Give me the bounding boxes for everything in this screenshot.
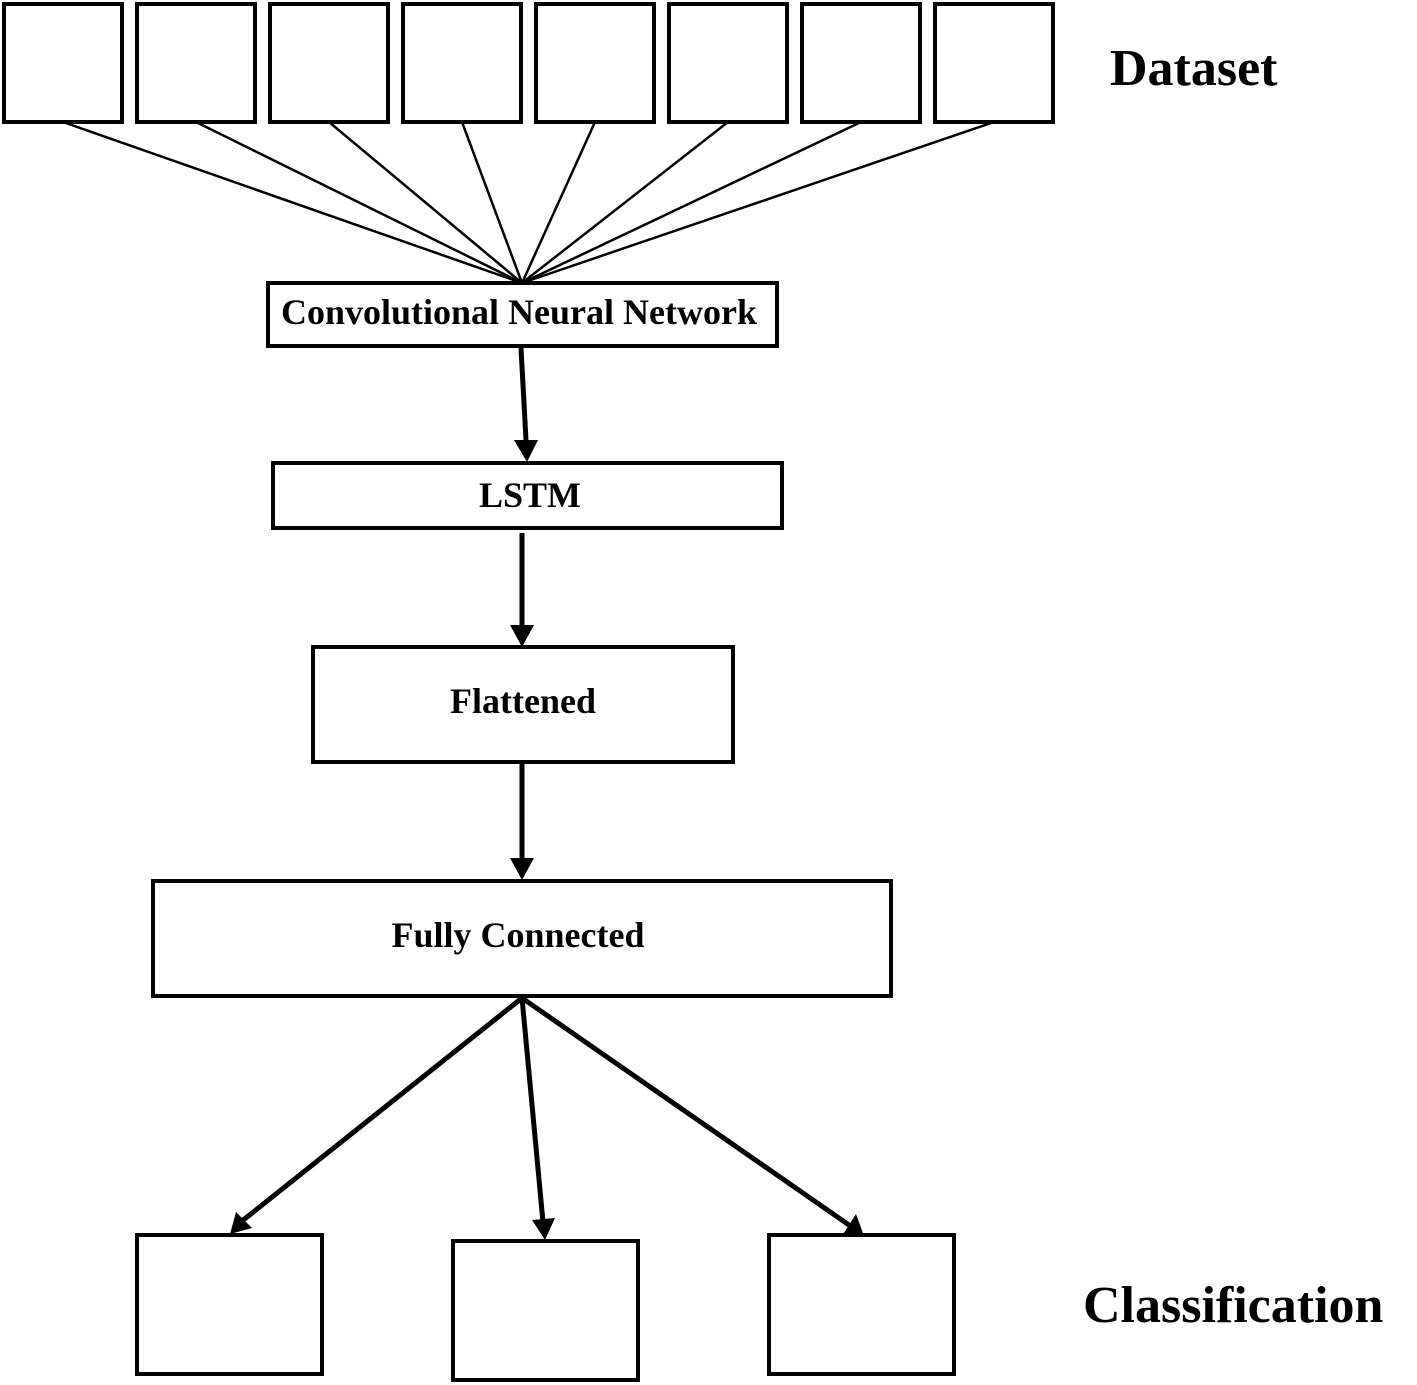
arrow-shaft <box>518 347 529 441</box>
dataset-input-box <box>268 2 390 124</box>
flattened-layer: Flattened <box>311 645 735 764</box>
connector-line <box>328 121 523 284</box>
classification-arrows <box>230 995 864 1240</box>
dataset-input-box <box>2 2 124 124</box>
arrow-shaft <box>519 997 546 1223</box>
dataset-input-box <box>401 2 523 124</box>
classification-label: Classification <box>1083 1277 1384 1334</box>
dataset-input-box <box>135 2 257 124</box>
dataset-input-box <box>800 2 922 124</box>
arrow-head <box>532 1218 555 1240</box>
connector-line <box>520 121 597 284</box>
flattened-box <box>311 645 735 764</box>
connector-line <box>460 121 524 284</box>
arrow-head <box>842 1214 864 1236</box>
classification-outputs <box>135 1233 956 1382</box>
fully-connected-label: Fully Connected <box>391 915 644 955</box>
dataset-input-box <box>933 2 1055 124</box>
dataset-input-box <box>534 2 656 124</box>
connector-line <box>62 120 523 285</box>
arrow-head <box>230 1212 252 1234</box>
dataset-label: Dataset <box>1110 40 1278 97</box>
lstm-layer: LSTM <box>271 461 784 530</box>
classification-output-box <box>135 1233 324 1376</box>
arrow-shaft <box>520 995 851 1228</box>
connector-line <box>521 121 729 284</box>
dataset-to-cnn-connectors <box>62 120 995 285</box>
arrow-cnn-to-lstm <box>514 347 538 462</box>
arrow-head <box>510 858 534 880</box>
arrow-flattened-to-fully-connected <box>510 764 534 880</box>
dataset-input-box <box>667 2 789 124</box>
arrow-head <box>510 625 534 647</box>
cnn-layer: Convolutional Neural Network <box>266 281 779 348</box>
classification-output-box <box>767 1233 956 1376</box>
flattened-label: Flattened <box>450 681 596 721</box>
fully-connected-box <box>151 879 893 998</box>
cnn-label: Convolutional Neural Network <box>281 292 757 332</box>
classification-output-box <box>451 1239 640 1382</box>
cnn-box <box>266 281 779 348</box>
arrow-lstm-to-flattened <box>510 533 534 647</box>
arrow-shaft <box>240 996 524 1223</box>
lstm-label: LSTM <box>479 475 581 515</box>
arrow-head <box>514 440 538 462</box>
fully-connected-layer: Fully Connected <box>151 879 893 998</box>
connector-line <box>195 120 523 285</box>
dataset-inputs <box>2 2 1055 124</box>
connector-line <box>521 120 862 285</box>
connector-line <box>521 120 995 285</box>
lstm-box <box>271 461 784 530</box>
